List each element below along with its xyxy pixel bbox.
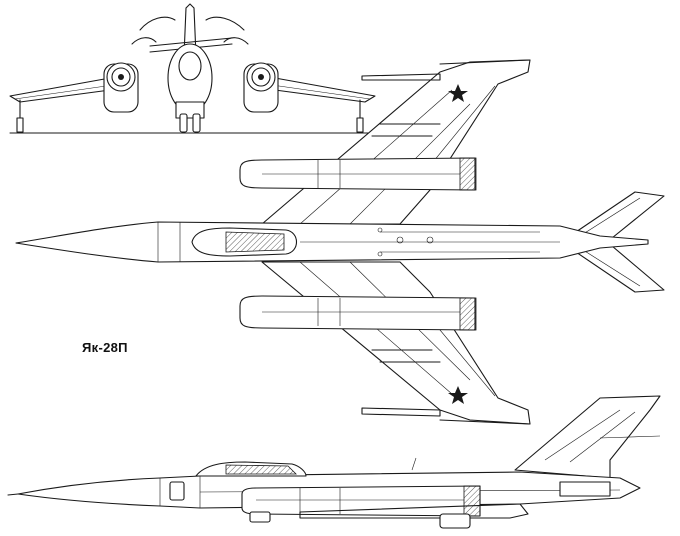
side-engine xyxy=(241,485,481,517)
plan-upper-stabilizer xyxy=(569,191,665,239)
plan-upper-wing xyxy=(261,59,531,225)
front-right-engine xyxy=(243,62,279,113)
plan-lower-engine xyxy=(239,295,477,331)
upper-wing-star xyxy=(448,84,468,102)
front-view xyxy=(9,3,376,134)
side-view xyxy=(7,395,661,529)
lower-wing-star xyxy=(448,386,468,404)
plan-lower-stabilizer xyxy=(569,245,665,293)
plan-view xyxy=(15,59,665,425)
plan-upper-engine xyxy=(239,157,477,191)
plan-lower-wing xyxy=(261,261,531,425)
aircraft-designation-label: Як-28П xyxy=(82,340,128,355)
front-left-engine xyxy=(103,62,139,113)
